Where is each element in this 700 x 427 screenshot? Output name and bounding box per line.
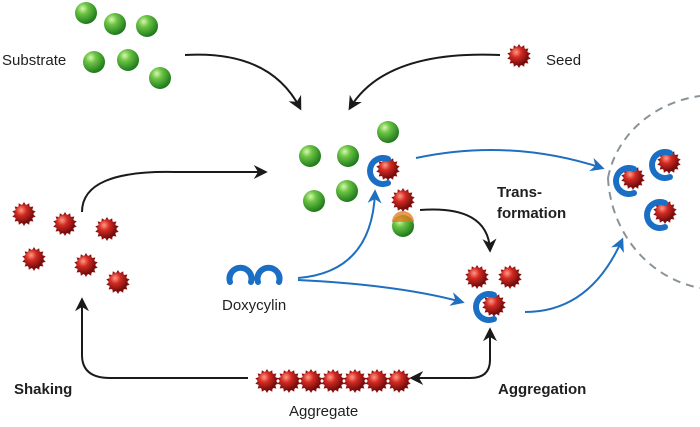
transformation-label-1: Trans- [497,184,542,201]
green-sphere-icon [104,13,126,35]
spiky-red-sphere-icon [391,188,415,212]
spiky-red-sphere-icon [95,217,119,241]
shaking-label: Shaking [14,381,72,398]
green-sphere-icon [299,145,321,167]
doxycylin-complexes [367,149,673,323]
cell-boundary [607,95,700,179]
spiky-red-sphere-icon [365,369,389,393]
green-sphere-icon [75,2,97,24]
spiky-red-sphere-icon [343,369,367,393]
spiky-red-sphere-icon [53,212,77,236]
spiky-red-sphere-icon [507,44,531,68]
spiky-red-sphere-icon [657,150,681,174]
transformation-label-2: formation [497,205,566,222]
seed-arrow [348,53,501,111]
green-sphere-icon [83,51,105,73]
green-sphere-icon [337,145,359,167]
central-pool [299,121,399,212]
green-sphere-icon [136,15,158,37]
doxycylin-icon [226,264,283,285]
aggregation-arrow [409,327,497,385]
spiky-red-sphere-icon [74,253,98,277]
green-sphere-icon [149,67,171,89]
substrate-arrow [184,53,302,111]
spiky-red-sphere-icon [321,369,345,393]
transformation-arrow [419,208,497,253]
spiky-red-sphere-icon [12,202,36,226]
spiky-red-sphere-icon [387,369,411,393]
doxycylin-to-complex-arrow [297,279,465,306]
substrate-label: Substrate [2,52,66,69]
blue-crescent-icon [649,149,673,181]
shaking-arrow [75,297,248,379]
spiky-red-sphere-icon [621,166,645,190]
aggregation-label: Aggregation [498,381,586,398]
spiky-red-sphere-icon [653,200,677,224]
green-sphere-icon [303,190,325,212]
seed-particles [12,44,681,393]
blue-crescent-icon [473,291,497,323]
spiky-red-sphere-icon [277,369,301,393]
spiky-red-sphere-icon [106,270,130,294]
cell-boundary-lower [607,177,700,289]
blue-crescent-icon [644,199,668,231]
spiky-red-sphere-icon [376,157,400,181]
aggregate-label: Aggregate [289,403,358,420]
doxycylin-label: Doxycylin [222,297,286,314]
blue-crescent-icon [367,155,391,187]
spiky-red-sphere-icon [22,247,46,271]
substrate-cluster [75,2,171,89]
spiky-red-sphere-icon [255,369,279,393]
green-sphere-icon [377,121,399,143]
doxycylin-to-pool-arrow [297,189,382,279]
spiky-red-sphere-icon [299,369,323,393]
pool-to-cell-arrow [415,149,605,172]
green-sphere-icon [336,180,358,202]
spiky-red-sphere-icon [482,293,506,317]
spiky-red-sphere-icon [498,265,522,289]
complex-to-cell-arrow [524,237,624,313]
green-sphere-icon [117,49,139,71]
transforming-sphere [392,211,414,237]
spiky-red-sphere-icon [465,265,489,289]
seed-label: Seed [546,52,581,69]
blue-crescent-icon [613,165,637,197]
shaking-to-pool-arrow [81,165,268,213]
